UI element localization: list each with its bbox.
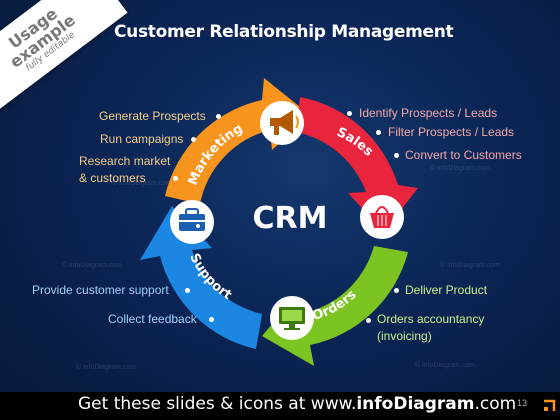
toolbox-icon: [170, 200, 214, 244]
crm-center-label: CRM: [253, 201, 328, 236]
corner-logo-icon: [544, 399, 556, 411]
page-number: 13: [517, 398, 528, 408]
sales-item-convert-customers: Convert to Customers: [405, 148, 522, 162]
bullet-dot: [185, 288, 190, 293]
watermark: © infoDiagram.com: [430, 165, 491, 172]
bullet-dot: [191, 137, 196, 142]
marketing-item-customers: & customers: [79, 171, 146, 185]
marketing-item-run-campaigns: Run campaigns: [100, 132, 184, 146]
shopping-basket-icon: [360, 195, 404, 239]
bullet-dot: [173, 176, 178, 181]
watermark: © infoDiagram.com: [415, 362, 476, 369]
footer-text: Get these slides & icons at www.infoDiag…: [78, 394, 516, 414]
watermark: © infoDiagram.com: [76, 364, 137, 371]
orders-item-invoicing: (invoicing): [377, 329, 432, 343]
support-item-collect-feedback: Collect feedback: [108, 312, 197, 326]
orders-item-accountancy: Orders accountancy: [377, 312, 485, 326]
support-item-provide-support: Provide customer support: [32, 283, 169, 297]
bullet-dot: [347, 111, 352, 116]
bullet-dot: [216, 114, 221, 119]
megaphone-icon: [260, 101, 304, 145]
sales-item-identify-prospects: Identify Prospects / Leads: [359, 106, 498, 120]
bullet-dot: [394, 288, 399, 293]
footer-prefix: Get these slides & icons at www.: [78, 394, 357, 414]
watermark: © infoDiagram.com: [62, 262, 123, 269]
footer-bar: Get these slides & icons at www.infoDiag…: [0, 392, 560, 420]
sales-item-filter-prospects: Filter Prospects / Leads: [388, 125, 515, 139]
support-arrow: [140, 206, 262, 349]
bullet-dot: [394, 153, 399, 158]
watermark: © infoDiagram.com: [440, 262, 501, 269]
marketing-item-research-market: Research market: [79, 154, 171, 168]
watermark: © infoDiagram.com: [112, 180, 173, 187]
footer-suffix: .com: [474, 394, 517, 414]
bullet-dot: [376, 130, 381, 135]
bullet-dot: [366, 318, 371, 323]
marketing-item-generate-prospects: Generate Prospects: [99, 109, 206, 123]
monitor-icon: [270, 296, 314, 340]
orders-item-deliver-product: Deliver Product: [405, 283, 488, 297]
slide-title: Customer Relationship Management: [114, 22, 454, 42]
bullet-dot: [209, 317, 214, 322]
footer-brand[interactable]: infoDiagram: [356, 394, 475, 414]
